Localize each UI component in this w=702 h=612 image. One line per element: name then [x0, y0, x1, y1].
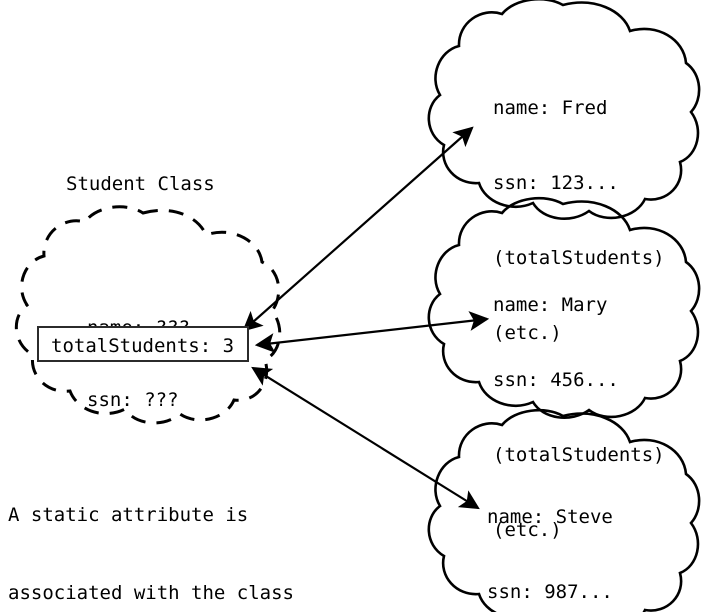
explanatory-caption: A static attribute is associated with th… — [8, 450, 294, 612]
caption-line-2: associated with the class — [8, 582, 294, 604]
object-field-name: name: Fred — [493, 97, 608, 119]
static-attribute-box: totalStudents: 3 — [37, 326, 249, 362]
association-arrow-mary — [254, 311, 490, 353]
object-field-ssn: ssn: 987... — [487, 581, 613, 603]
object-field-name: name: Mary — [493, 294, 608, 316]
student-class-cloud — [14, 205, 282, 425]
object-field-name: name: Steve — [487, 506, 613, 528]
static-attribute-label: totalStudents: 3 — [51, 335, 235, 357]
object-field-etc: (etc.) — [493, 519, 562, 541]
object-cloud-fred — [427, 0, 701, 220]
object-fields-steve: name: Steve ssn: 987... (totalStudents) … — [487, 455, 659, 612]
object-field-ssn: ssn: 123... — [493, 172, 619, 194]
class-attribute-list: name: ??? ssn: ??? — [87, 268, 190, 460]
caption-line-1: A static attribute is — [8, 504, 249, 526]
object-field-ssn: ssn: 456... — [493, 369, 619, 391]
object-fields-mary: name: Mary ssn: 456... (totalStudents) (… — [493, 243, 665, 593]
object-field-etc: (etc.) — [493, 322, 562, 344]
class-attribute-ssn: ssn: ??? — [87, 389, 179, 411]
object-field-totalstudents: (totalStudents) — [493, 444, 665, 466]
association-arrow-fred — [242, 126, 474, 332]
association-arrow-steve — [251, 366, 480, 510]
object-field-totalstudents: (totalStudents) — [493, 247, 665, 269]
class-title-label: Student Class — [66, 173, 215, 195]
object-fields-fred: name: Fred ssn: 123... (totalStudents) (… — [493, 46, 665, 396]
